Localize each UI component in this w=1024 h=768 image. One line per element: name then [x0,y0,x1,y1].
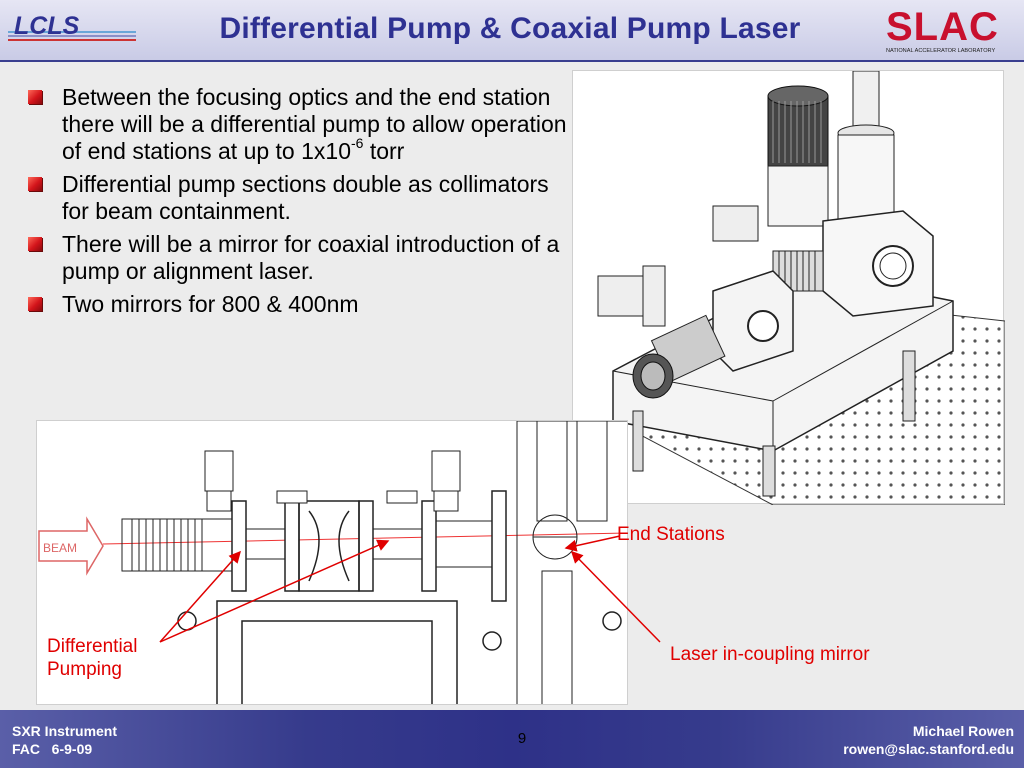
bullet-text: There will be a mirror for coaxial intro… [62,231,560,284]
bullet-marker-icon [28,237,42,251]
end-stations-label: End Stations [617,524,725,545]
footer-date: FAC 6-9-09 [12,741,93,757]
lcls-logo: LCLS [8,12,136,41]
footer-instrument: SXR Instrument [12,723,118,739]
slac-logo-text: SLAC [886,5,999,49]
bullet-marker-icon [28,90,42,104]
footer-author: Michael Rowen [912,723,1014,739]
isometric-drawing-svg [597,70,1006,506]
bullet-text: Between the focusing optics and the end … [62,84,567,164]
slide-header: LCLS Differential Pump & Coaxial Pump La… [0,0,1024,62]
page-title: Differential Pump & Coaxial Pump Laser [219,12,801,45]
beam-label: BEAM [43,541,77,555]
bullet-item: Between the focusing optics and the end … [24,84,569,165]
footer-right: Michael Rowen rowen@slac.stanford.edu [843,722,1014,758]
differential-label-line2: Pumping [47,659,122,680]
slac-logo: SLAC NATIONAL ACCELERATOR LABORATORY [886,5,999,54]
isometric-assembly-drawing [572,70,1006,506]
footer-email: rowen@slac.stanford.edu [843,741,1014,757]
slide-footer: SXR Instrument FAC 6-9-09 9 Michael Rowe… [0,710,1024,768]
differential-label-line1: Differential [47,636,138,657]
bullet-marker-icon [28,177,42,191]
bullet-text: Differential pump sections double as col… [62,171,549,224]
footer-left: SXR Instrument FAC 6-9-09 [12,722,117,758]
page-number: 9 [517,730,527,747]
bullet-superscript: -6 [350,135,364,152]
bullet-text-tail: torr [363,138,405,164]
bullet-list: Between the focusing optics and the end … [24,84,569,324]
laser-mirror-label: Laser in-coupling mirror [670,644,870,665]
lcls-logo-text: LCLS [14,12,80,40]
bullet-item: There will be a mirror for coaxial intro… [24,231,569,285]
bullet-item: Two mirrors for 800 & 400nm [24,291,569,318]
slac-logo-subtext: NATIONAL ACCELERATOR LABORATORY [886,48,995,54]
bullet-text: Two mirrors for 800 & 400nm [62,291,359,317]
bullet-marker-icon [28,297,42,311]
differential-pumping-label: Differential Pumping [47,635,137,681]
bullet-item: Differential pump sections double as col… [24,171,569,225]
